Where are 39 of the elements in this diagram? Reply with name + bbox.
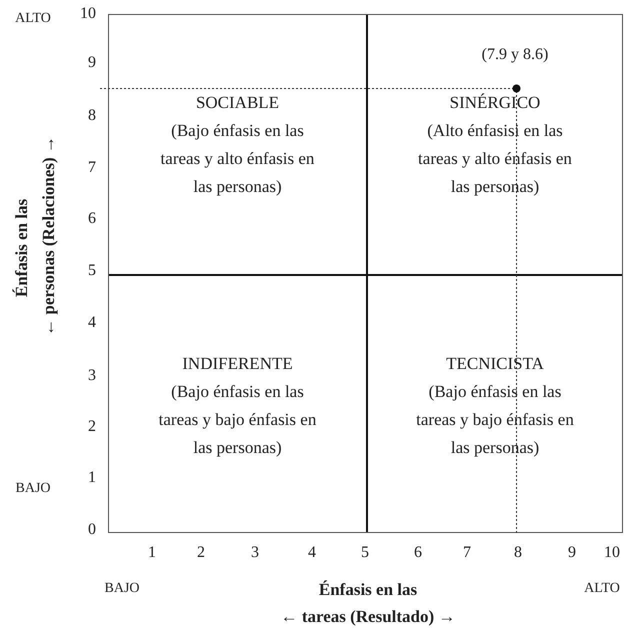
quadrant-description: (Bajo énfasis en las tareas y alto énfasis en las personas) [160, 120, 316, 198]
quadrant-title: SINÉRGICO [450, 92, 540, 114]
axis-title: ← personas (Relaciones) → [39, 136, 59, 336]
tick-label: 4 [88, 314, 96, 332]
quadrant-title: INDIFERENTE [182, 353, 293, 375]
tick-label: 9 [88, 54, 96, 72]
tick-label: 1 [88, 469, 96, 487]
axis-title: Énfasis en las [318, 580, 418, 600]
tick-label: 8 [514, 544, 522, 562]
quadrant-description: (Bajo énfasis en las tareas y bajo énfasis en las personas) [158, 381, 318, 459]
axis-title: Énfasis en las [12, 198, 32, 298]
tick-label: 6 [88, 210, 96, 228]
quadrant-box [366, 274, 622, 532]
tick-label: 10 [604, 544, 620, 562]
tick-label: 0 [88, 521, 96, 539]
axis-end-label: BAJO [16, 481, 50, 497]
axis-end-label: ALTO [584, 581, 620, 597]
quadrant-description: (Bajo énfasis en las tareas y bajo énfasis en las personas) [415, 381, 575, 459]
tick-label: 7 [463, 544, 471, 562]
tick-label: 2 [88, 418, 96, 436]
tick-label: 3 [88, 367, 96, 385]
axis-end-label: ALTO [15, 11, 51, 27]
quadrant-title: SOCIABLE [196, 92, 280, 114]
tick-label: 7 [88, 159, 96, 177]
axis-title: ← tareas (Resultado) → [280, 607, 456, 627]
quadrant-title: TECNICISTA [446, 353, 544, 375]
tick-label: 10 [80, 5, 96, 23]
tick-label: 6 [414, 544, 422, 562]
tick-label: 3 [251, 544, 259, 562]
tick-label: 9 [568, 544, 576, 562]
tick-label: 5 [361, 544, 369, 562]
tick-label: 5 [88, 262, 96, 280]
axis-end-label: BAJO [104, 581, 140, 597]
quadrant-description: (Alto énfasisi en las tareas y alto énfasis en las personas) [417, 120, 573, 198]
tick-label: 1 [148, 544, 156, 562]
point-label: (7.9 y 8.6) [482, 46, 548, 64]
tick-label: 2 [197, 544, 205, 562]
tick-label: 8 [88, 107, 96, 125]
tick-label: 4 [308, 544, 316, 562]
